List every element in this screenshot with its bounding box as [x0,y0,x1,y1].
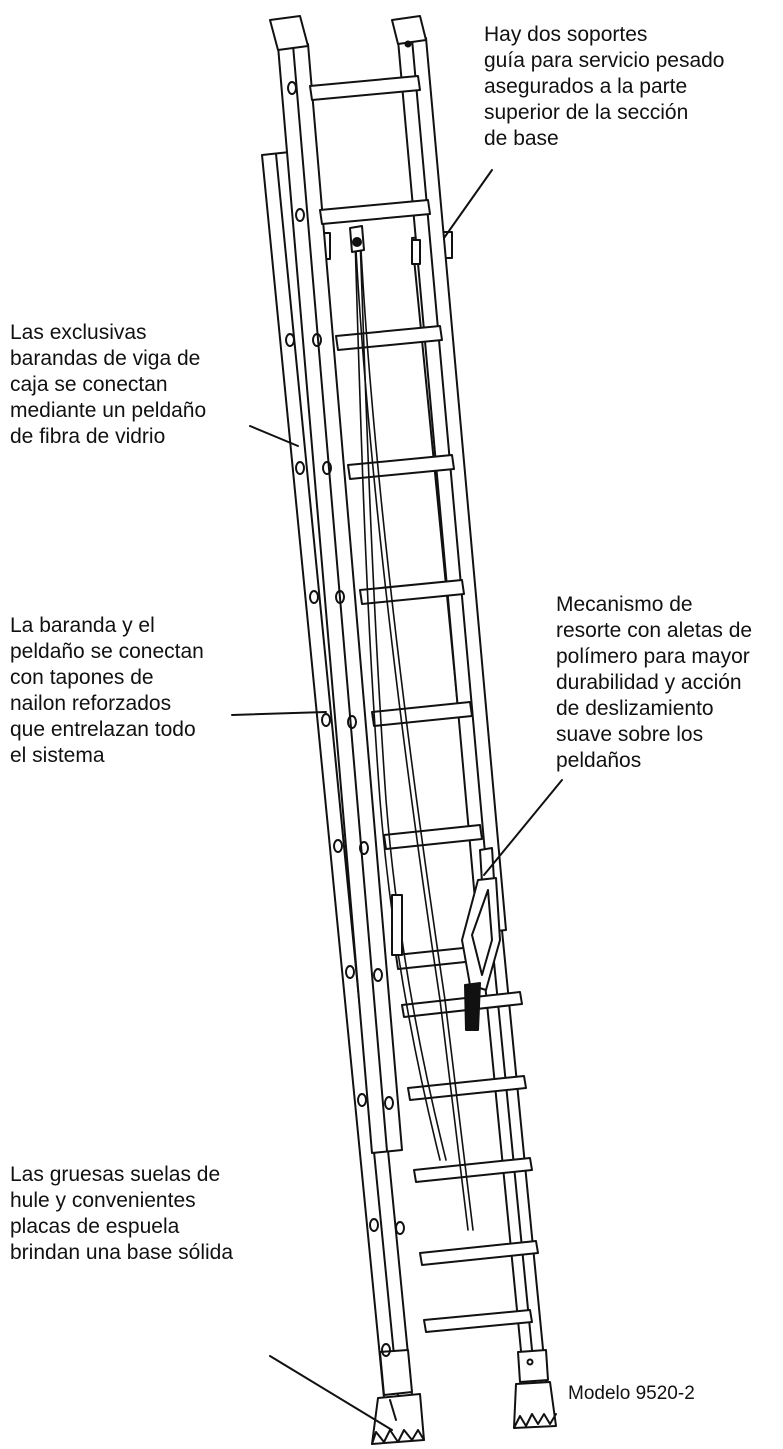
callout-line: nailon reforzados [10,692,172,715]
model-label: Modelo 9520-2 [568,1383,695,1404]
fly-left-cap [269,15,309,51]
callout-line: el sistema [10,744,105,767]
leader-lines [231,169,563,1431]
leader-plugs [231,711,327,716]
callout-line: que entrelazan todo [10,718,196,741]
base-right-foot [513,1349,557,1429]
fly-section [269,15,507,1357]
callout-spring-mechanism: Mecanismo de resorte con aletas de polím… [556,592,752,774]
callout-line: de fibra de vidrio [10,425,166,448]
callout-line: resorte con aletas de [556,619,753,642]
callout-line: peldaño se conectan [10,640,204,663]
callout-line: Las exclusivas [10,321,147,344]
fly-left-rail-rivets [285,81,405,1357]
callout-line: Hay dos soportes [484,23,648,46]
leader-feet [269,1355,393,1431]
callout-line: peldaños [556,749,642,772]
callout-line: hule y convenientes [10,1189,196,1212]
callout-line: superior de la sección [484,101,689,124]
callout-guide-brackets: Hay dos soportes guía para servicio pesa… [484,22,725,152]
callout-line: polímero para mayor [556,645,750,668]
callout-line: guía para servicio pesado [484,49,725,72]
callout-line: placas de espuela [10,1215,180,1238]
callout-line: Las gruesas suelas de [10,1163,221,1186]
callout-line: asegurados a la parte [484,75,688,98]
base-left-foot [371,1349,425,1445]
pulley [349,225,365,253]
callout-line: Mecanismo de [556,593,693,616]
callout-line: de base [484,127,559,150]
spring-lock [461,847,501,1031]
halyard-rope [354,237,474,1231]
callout-line: suave sobre los [556,723,704,746]
callout-nylon-plugs: La baranda y el peldaño se conectan con … [10,613,204,769]
leader-guides [443,169,493,239]
fly-right-cap [391,15,427,45]
callout-line: barandas de viga de [10,347,201,370]
base-rungs [401,991,539,1333]
leader-spring [483,779,563,876]
leader-rails [249,425,299,447]
callout-line: La baranda y el [10,614,155,637]
callout-line: caja se conectan [10,373,168,396]
callout-line: durabilidad y acción [556,671,742,694]
callout-box-beam-rails: Las exclusivas barandas de viga de caja … [10,320,206,450]
callout-line: con tapones de [10,666,154,689]
callout-rubber-feet: Las gruesas suelas de hule y conveniente… [10,1162,233,1266]
callout-line: brindan una base sólida [10,1241,234,1264]
callout-line: mediante un peldaño [10,399,207,422]
callout-line: de deslizamiento [556,697,714,720]
